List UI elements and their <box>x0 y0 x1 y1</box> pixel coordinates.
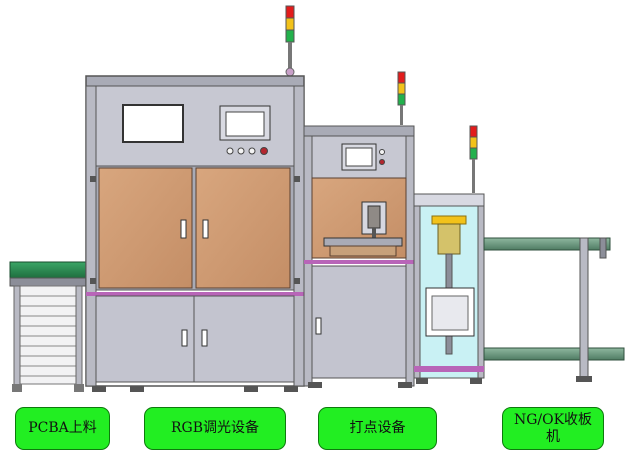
touch-screen-icon <box>219 105 271 141</box>
ngok-unloader-machine <box>413 125 625 384</box>
loader-conveyor-top <box>9 261 89 279</box>
dispensing-machine <box>303 71 415 388</box>
pcba-loader-label: PCBA上料 <box>15 407 110 450</box>
pcba-loader-machine <box>9 261 89 392</box>
rgb-door-left <box>98 167 193 289</box>
rgb-display-left <box>122 104 184 143</box>
rgb-dimming-label: RGB调光设备 <box>144 407 286 450</box>
dispensing-label: 打点设备 <box>318 407 437 450</box>
signal-tower-icon <box>285 5 295 77</box>
unloader-rail-bottom <box>483 347 625 361</box>
rgb-door-right <box>195 167 291 289</box>
signal-tower-icon <box>469 125 478 193</box>
equipment-line-drawing <box>9 5 625 392</box>
ngok-unloader-label: NG/OK收板机 <box>502 407 604 450</box>
rgb-dimming-machine <box>85 5 305 392</box>
loader-rack <box>15 285 81 385</box>
touch-screen-icon <box>341 143 377 171</box>
signal-tower-icon <box>397 71 406 125</box>
unloader-rail-top <box>483 237 611 251</box>
door-handle-icon <box>180 219 209 239</box>
